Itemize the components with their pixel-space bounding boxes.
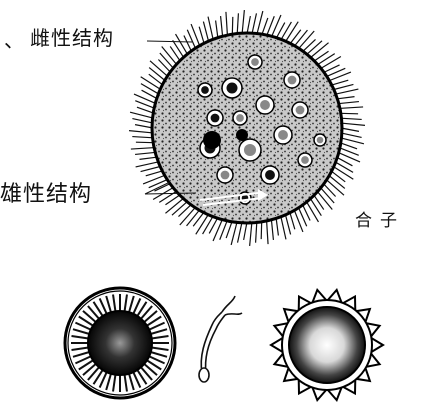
label-female-structure: 雌性结构 xyxy=(30,22,114,51)
sphere-colony xyxy=(65,288,175,398)
label-male-structure: 雄性结构 xyxy=(0,176,92,208)
label-zygote: 合子 xyxy=(355,206,405,231)
zygote-spiky xyxy=(271,290,383,400)
female-marker: 、 xyxy=(4,24,24,53)
female-leader-line xyxy=(147,41,192,42)
volvox-colony xyxy=(129,10,365,246)
sperm-cell xyxy=(199,296,242,382)
